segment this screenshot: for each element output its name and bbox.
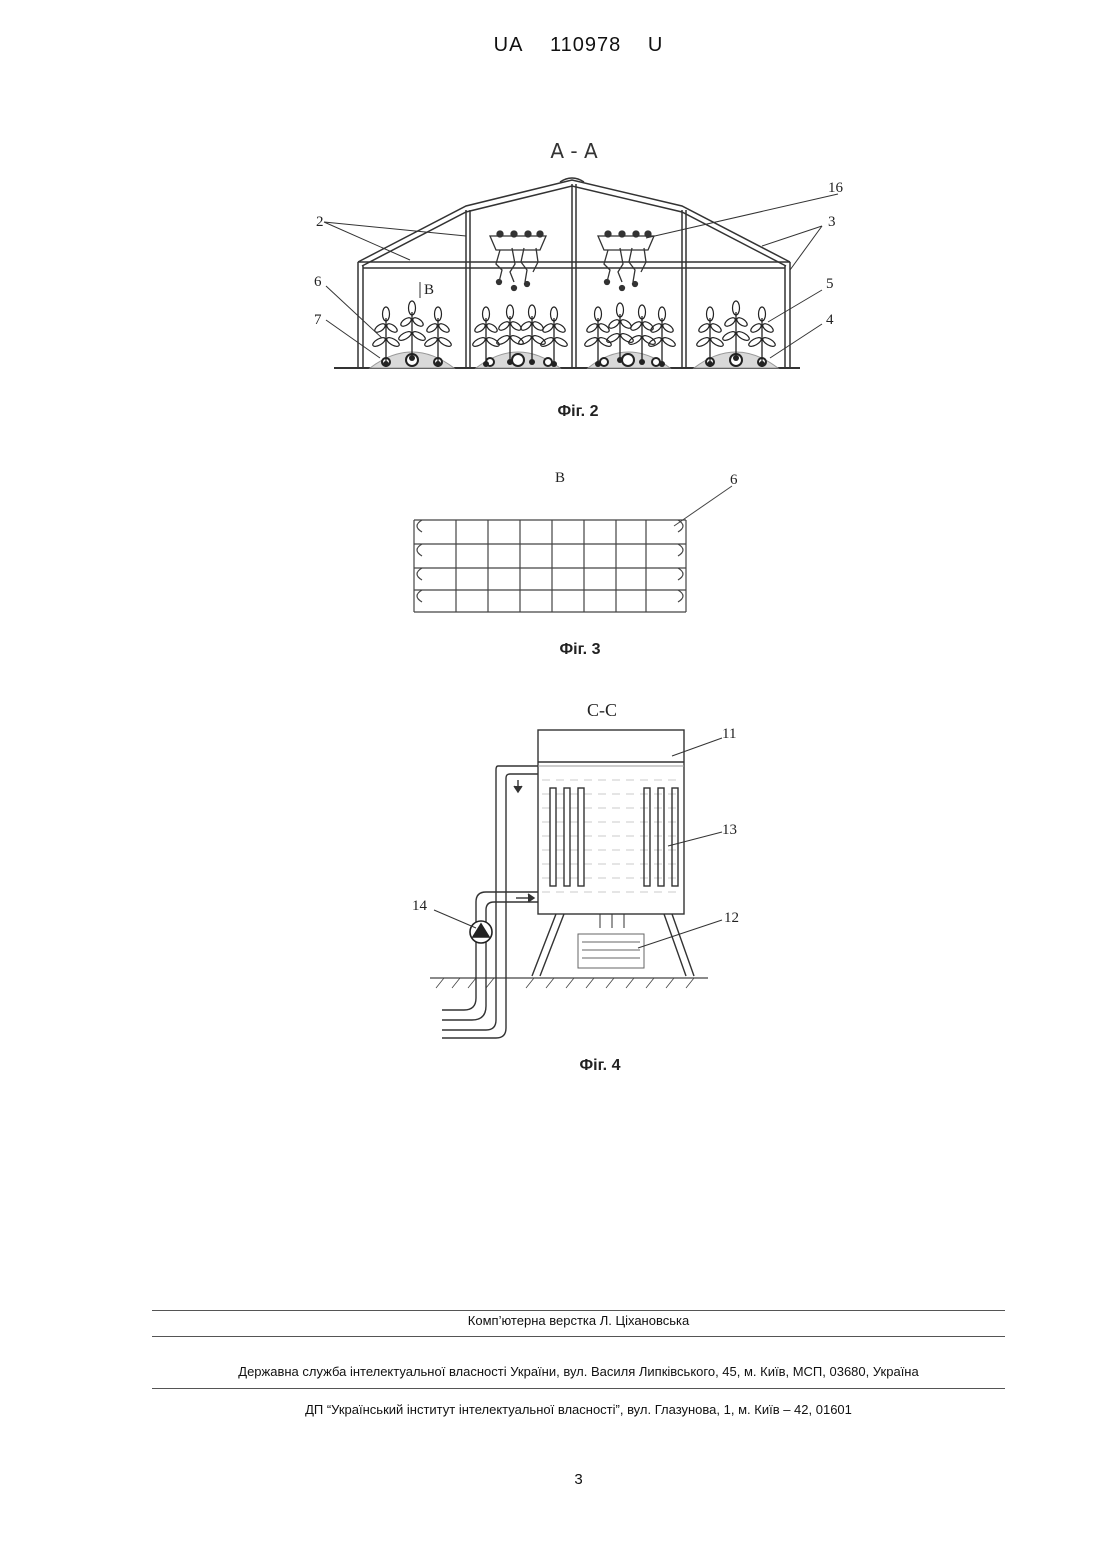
- footer-rule-top: [152, 1310, 1005, 1311]
- printer-address: ДП “Український інститут інтелектуальної…: [152, 1402, 1005, 1417]
- layout-credit: Комп’ютерна верстка Л. Ціхановська: [152, 1313, 1005, 1328]
- section-label-a-a: А - А: [550, 139, 598, 163]
- pump-icon: [470, 921, 492, 943]
- hanging-planter-right: [598, 231, 654, 291]
- patent-header: UA 110978 U: [0, 34, 1101, 57]
- ref-14: 14: [412, 898, 428, 914]
- figure-4-caption: Фіг. 4: [580, 1057, 621, 1074]
- footer-rule-2: [152, 1336, 1005, 1337]
- soil-beds: [370, 352, 778, 368]
- publisher-address: Державна служба інтелектуальної власност…: [152, 1364, 1005, 1379]
- hanging-planter-left: [490, 231, 546, 291]
- mesh-grid: [414, 486, 732, 612]
- ref-11: 11: [722, 726, 736, 742]
- footer-rule-3: [152, 1388, 1005, 1389]
- ref-3: 3: [828, 214, 836, 230]
- figure-4: C-C: [406, 694, 776, 1084]
- ground: [430, 978, 708, 988]
- figure-2-drawing: А - А: [290, 130, 850, 430]
- leader-lines: [324, 194, 838, 358]
- figure-2-caption: Фіг. 2: [558, 403, 599, 420]
- ref-4: 4: [826, 312, 834, 328]
- section-label-c-c: C-C: [587, 700, 617, 720]
- view-label-b: B: [555, 470, 565, 486]
- page-number: 3: [0, 1471, 1101, 1488]
- patent-number: 110978: [550, 34, 621, 56]
- pipes: [442, 766, 538, 1038]
- ref-13: 13: [722, 822, 737, 838]
- tank: [532, 730, 694, 976]
- heater: [578, 914, 644, 968]
- ref-6-fig3: 6: [730, 472, 738, 488]
- figure-3-drawing: B 6 Фіг. 3: [400, 462, 760, 662]
- ref-2: 2: [316, 214, 324, 230]
- ref-16: 16: [828, 180, 844, 196]
- ref-12: 12: [724, 910, 739, 926]
- patent-kind: U: [648, 34, 663, 56]
- figure-3: B 6 Фіг. 3: [400, 462, 760, 662]
- figure-2: А - А: [290, 130, 850, 430]
- patent-office: UA: [494, 34, 524, 56]
- figure-4-drawing: C-C: [406, 694, 776, 1084]
- ref-7: 7: [314, 312, 322, 328]
- figure-3-caption: Фіг. 3: [560, 641, 601, 658]
- ref-b: B: [424, 282, 434, 298]
- ref-6: 6: [314, 274, 322, 290]
- ref-5: 5: [826, 276, 834, 292]
